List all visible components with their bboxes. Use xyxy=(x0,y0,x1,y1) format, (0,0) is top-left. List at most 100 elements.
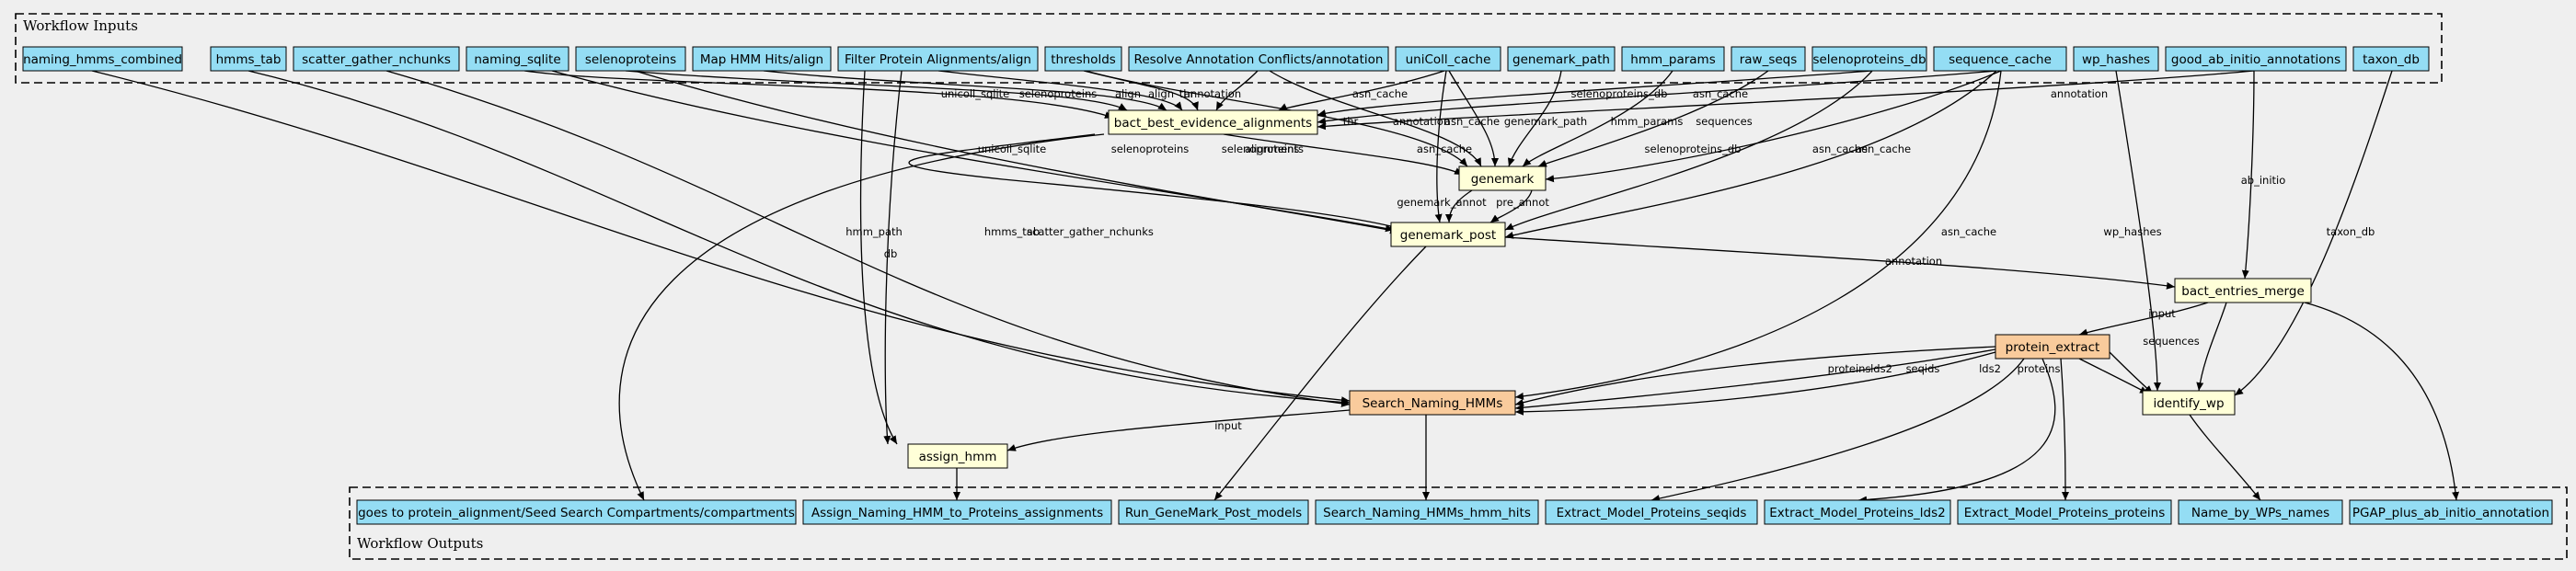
input-resolve-annotation-conflicts-annotation: Resolve Annotation Conflicts/annotation xyxy=(1128,46,1389,72)
edge-seqcache-bbea xyxy=(1317,70,1997,125)
edge-label-db: db xyxy=(884,247,898,260)
input-wp-hashes-box xyxy=(2073,46,2159,72)
step-genemark-box xyxy=(1458,166,1547,191)
input-hmms-tab: hmms_tab xyxy=(210,46,287,72)
input-naming-sqlite: naming_sqlite xyxy=(466,46,569,72)
edge-genemark-genemarkpost-b xyxy=(1489,189,1533,223)
edge-label-genemark-path: genemark_path xyxy=(1504,115,1587,128)
edge-resolve-annot-bbea xyxy=(1215,70,1259,111)
edge-label-lds2: lds2 xyxy=(1979,362,2001,375)
input-scatter-gather-nchunks-box xyxy=(293,46,460,72)
edge-label-thr: thr xyxy=(1343,115,1359,128)
edge-label-unicoll-sqlite: unicoll_sqlite xyxy=(941,87,1010,100)
step-genemark-post-box xyxy=(1390,222,1506,247)
edge-label-align: align xyxy=(1115,87,1141,100)
edge-genemarkpath-genemark xyxy=(1507,70,1562,167)
edge-label-asn-cache: asn_cache xyxy=(1856,143,1911,155)
edge-pe-identify-lds2 xyxy=(2078,358,2149,394)
edge-selenoproteins-genemarkpost xyxy=(634,70,1399,234)
edge-map-hmm-bbea xyxy=(763,70,1167,111)
step-bact-best-evidence-alignments: bact_best_evidence_alignments xyxy=(1108,109,1318,135)
input-raw-seqs-label: raw_seqs xyxy=(1740,52,1798,67)
edge-bbea-genemarkpost xyxy=(908,133,1399,230)
input-map-hmm-hits-align-label: Map HMM Hits/align xyxy=(700,52,823,67)
step-search-naming-hmms: Search_Naming_HMMs xyxy=(1349,390,1516,416)
edge-hmmparams-genemark xyxy=(1522,70,1673,167)
input-selenoproteins-box xyxy=(575,46,686,72)
edge-label-annotation: annotation xyxy=(1885,255,1942,268)
edge-label-proteins: proteins xyxy=(2018,362,2061,375)
input-map-hmm-hits-align: Map HMM Hits/align xyxy=(692,46,832,72)
output-name-by-wps-names-label: Name_by_WPs_names xyxy=(2191,506,2329,520)
output-goes-to-protein-alignment-seed-search-compartments-compartments: goes to protein_alignment/Seed Search Co… xyxy=(356,499,797,525)
input-good-ab-initio-annotations-label: good_ab_initio_annotations xyxy=(2171,52,2340,67)
edge-namingsqlite-assign xyxy=(859,70,898,445)
edge-label-wp-hashes: wp_hashes xyxy=(2103,225,2161,238)
step-assign-hmm-box xyxy=(907,443,1008,469)
edge-naming-sqlite-bbea xyxy=(523,70,1114,119)
edge-label-align: align xyxy=(1148,87,1174,100)
edge-label-seqids: seqids xyxy=(1906,362,1940,375)
edge-label-asn-cache: asn_cache xyxy=(1812,143,1868,155)
step-identify-wp-box xyxy=(2142,390,2236,416)
input-sequence-cache-box xyxy=(1933,46,2067,72)
input-good-ab-initio-annotations-box xyxy=(2165,46,2347,72)
edge-selenodb-bbea xyxy=(1317,70,1873,117)
step-genemark: genemark xyxy=(1458,166,1547,191)
edge-pe-snh-seqids xyxy=(1514,351,1996,416)
input-naming-sqlite-box xyxy=(466,46,569,72)
input-unicoll-cache-box xyxy=(1395,46,1501,72)
output-extract-model-proteins-seqids-label: Extract_Model_Proteins_seqids xyxy=(1557,506,1747,520)
output-name-by-wps-names: Name_by_WPs_names xyxy=(2178,499,2343,525)
edge-label-asn-cache: asn_cache xyxy=(1444,115,1500,128)
step-protein-extract: protein_extract xyxy=(1995,334,2110,360)
step-genemark-label: genemark xyxy=(1471,172,1535,187)
output-extract-model-proteins-proteins-box xyxy=(1957,499,2172,525)
edge-label-lds2: lds2 xyxy=(1870,362,1892,375)
input-thresholds-label: thresholds xyxy=(1051,52,1116,67)
input-wp-hashes: wp_hashes xyxy=(2073,46,2159,72)
edge-label-alignments: alignments xyxy=(1245,143,1304,155)
edge-naminghmm-assign xyxy=(883,70,903,445)
input-filter-protein-alignments-align: Filter Protein Alignments/align xyxy=(837,46,1039,72)
input-taxon-db: taxon_db xyxy=(2352,46,2430,72)
edge-label-annotation: annotation xyxy=(2051,87,2108,100)
input-genemark-path-box xyxy=(1507,46,1616,72)
step-bact-entries-merge-box xyxy=(2174,278,2312,303)
edge-label-selenoproteins: selenoproteins xyxy=(1222,143,1300,155)
edge-pe-identify-proteins xyxy=(2109,351,2154,394)
input-genemark-path-label: genemark_path xyxy=(1512,52,1610,67)
step-bact-entries-merge-label: bact_entries_merge xyxy=(2181,284,2305,299)
input-hmms-tab-label: hmms_tab xyxy=(216,52,282,67)
input-selenoproteins-db: selenoproteins_db xyxy=(1811,46,1927,72)
output-extract-model-proteins-proteins-label: Extract_Model_Proteins_proteins xyxy=(1964,506,2166,520)
edge-label-selenoproteins: selenoproteins xyxy=(1111,143,1190,155)
edge-label-input: input xyxy=(2148,307,2176,320)
edge-filter-align-bbea xyxy=(937,70,1183,111)
input-good-ab-initio-annotations: good_ab_initio_annotations xyxy=(2165,46,2347,72)
input-hmm-params-box xyxy=(1621,46,1725,72)
input-sequence-cache-label: sequence_cache xyxy=(1949,52,2052,67)
edge-label-hmm-path: hmm_path xyxy=(845,225,903,238)
edge-label-annotation: annotation xyxy=(1184,87,1241,100)
edge-rawseqs-genemark xyxy=(1537,70,1769,167)
edge-snh-assign xyxy=(1006,409,1351,451)
edge-label-asn-cache: asn_cache xyxy=(1417,143,1472,155)
edge-label-proteins: proteins xyxy=(1828,362,1871,375)
input-selenoproteins-db-label: selenoproteins_db xyxy=(1812,52,1926,67)
edge-label-hmm-params: hmm_params xyxy=(1611,115,1684,128)
edge-genemarkpost-merge xyxy=(1504,236,2176,290)
edge-label-input: input xyxy=(1214,419,1242,432)
input-scatter-gather-nchunks-label: scatter_gather_nchunks xyxy=(302,52,451,67)
edge-seqcache-snh xyxy=(1514,70,2002,400)
edge-labels: unicoll_sqlite selenoproteins align align th… xyxy=(845,87,2375,432)
edge-merge-pgap xyxy=(2304,302,2460,501)
edge-merge-protein-extract xyxy=(2078,302,2209,337)
output-goes-to-protein-alignment-seed-search-compartments-compartments-label: goes to protein_alignment/Seed Search Co… xyxy=(358,506,795,520)
edge-label-selenoproteins-db: selenoproteins_db xyxy=(1571,87,1668,100)
output-extract-model-proteins-lds2: Extract_Model_Proteins_lds2 xyxy=(1764,499,1951,525)
output-run-genemark-post-models-label: Run_GeneMark_Post_models xyxy=(1125,506,1302,520)
edge-label-asn-cache: asn_cache xyxy=(1352,87,1408,100)
output-run-genemark-post-models-box xyxy=(1118,499,1309,525)
